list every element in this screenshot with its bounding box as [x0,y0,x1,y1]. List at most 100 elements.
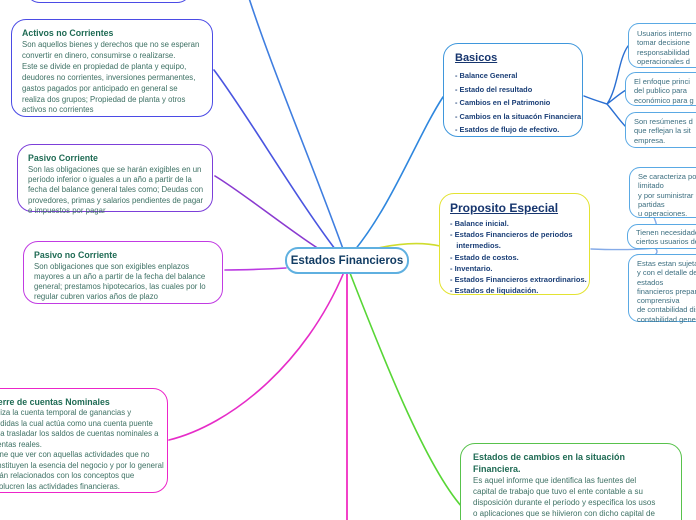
text-line: comprensiva [637,296,680,306]
node-body: Son obligaciones que son exigibles enpla… [34,262,212,303]
node-title: Basicos [455,52,498,64]
text-line: Es aquel informe que identifica las fuen… [473,476,637,485]
text-line: - Estados Financieros extraordinarios. [450,275,587,285]
text-line: que reflejan la sit [634,126,691,136]
text-line: regular cubren varios años de plazo [34,292,158,302]
node-title: Activos no Corrientes [22,28,114,38]
text-line: Este se divide en propiedad de planta y … [22,61,187,71]
node-activos-no-corrientes[interactable]: Activos no Corrientes Son aquellos biene… [11,19,213,117]
connector-nominales [168,271,345,441]
text-line: del publico para [634,86,687,96]
text-line: partidas [638,199,665,209]
text-line: convertir en dinero, consumirse o realiz… [22,50,176,60]
node-title: Pasivo no Corriente [34,250,118,260]
node-pasivo-no-corriente[interactable]: Pasivo no Corriente Son obligaciones que… [23,241,223,304]
text-line: Estas estan sujetas [637,259,696,268]
text-line: general; prestamos hipotecarios, las cua… [34,281,206,291]
text-line: - Estados Financieros de periodos [450,230,573,240]
text-line: intermedios. [450,241,501,251]
text-line: Utiliza la cuenta temporal de ganancias … [0,408,132,417]
text-line: provedores, primas y salarios pendientes… [28,195,204,205]
text-line: ciertos usuarios de [636,237,696,247]
text-line: fecha del balance general tales como; De… [28,185,204,195]
text-line: - Cambios en la situacón Financiera [455,111,582,121]
text-line: responsabilidad [637,47,690,57]
text-line: realiza dos grupos; Propiedad de planta … [22,94,186,104]
text-line: cuentas reales. [0,439,42,449]
text-line: Son resúmenes d [634,117,693,126]
text-line: Se caracteriza por t [638,172,696,181]
connector-pasivo-no-corriente [224,267,287,271]
node-body: Son aquellos bienes y derechos que no se… [22,40,202,116]
text-line: Tiene que ver con aquellas actividades q… [0,450,150,459]
node-title: Pasivo Corriente [28,153,98,163]
node-caracteriza[interactable]: Se caracteriza por tlimitadoy por sumini… [629,167,696,218]
text-line: Son las obligaciones que se harán exigib… [28,165,202,174]
node-estados-financieros-root[interactable]: Estados Financieros [285,247,409,274]
text-line: gastos pagados por anticipado en general… [22,83,178,93]
node-body: Son las obligaciones que se harán exigib… [28,165,204,216]
text-line: El enfoque princi [634,77,690,86]
text-line: tomar decisione [637,38,690,48]
text-line: - Balance inicial. [450,219,509,228]
basicos-fork [583,45,629,128]
text-line: Son aquellos bienes y derechos que no se… [22,40,200,49]
text-line: deudores no corrientes, inversiones perm… [22,72,196,82]
text-line: involucren las actividades financieras. [0,481,120,491]
node-body: - Balance General- Estado del resultado-… [455,69,582,137]
node-cierre-cuentas-nominales[interactable]: Cierre de cuentas Nominales Utiliza la c… [0,388,168,493]
text-line: e impuestos por pagar [28,205,106,215]
text-line: disposición durante el período y especif… [473,498,656,507]
text-line: de contabilidad dis [637,305,696,315]
node-top-cutoff[interactable] [25,0,192,3]
node-body: Se caracteriza por tlimitadoy por sumini… [638,172,696,218]
text-line: - Cambios en el Patrimonio [455,98,551,108]
text-line: empresa. [634,135,666,145]
text-line: y con el detalle det [637,268,696,278]
text-line: activos no corrientes [22,105,94,115]
text-line: financieros prepara [637,286,696,296]
text-line: Financiera. [473,463,521,474]
text-line: están relacionados con los conceptos que [0,471,135,480]
connector-activos [213,69,343,259]
node-proposito-especial[interactable]: Proposito Especial - Balance inicial. - E… [439,193,590,295]
text-line: limitado [638,181,664,191]
text-line: constituyen la esencia del negocio y por… [0,460,164,470]
text-line: Estados de cambios en la situación [473,452,626,462]
text-line: y por suministrar u [638,190,696,200]
text-line: operacionales d [637,56,690,66]
text-line: - Estado de costos. [450,252,519,262]
text-line: Son obligaciones que son exigibles enpla… [34,261,190,271]
text-line: - Estado del resultado [455,84,533,94]
text-line: - Estados de liquidación. [450,286,539,296]
text-line: o aplicaciones que se hiivieron con dich… [473,509,655,518]
node-title: Cierre de cuentas Nominales [0,397,110,407]
node-title: Proposito Especial [450,201,559,215]
text-line: para trasladar los saldos de cuentas nom… [0,429,159,438]
connector-top-box [248,0,348,261]
text-line: pérdidas la cual actúa como una cuenta p… [0,418,153,428]
node-body: - Balance inicial. - Estados Financieros … [450,218,587,296]
text-line: Tienen necesidade [636,228,696,237]
node-body: Utiliza la cuenta temporal de ganancias … [0,408,164,492]
root-label: Estados Financieros [290,254,404,267]
node-basicos[interactable]: Basicos - Balance General- Estado del re… [443,43,583,137]
text-line: contabilidad gener. [637,314,696,324]
text-line: capital de trabajo que tuvo el ente cont… [473,487,643,496]
node-pasivo-corriente[interactable]: Pasivo Corriente Son las obligaciones qu… [17,144,213,215]
text-line: económico para g [634,95,694,105]
text-line: mayores a un año a partir de la fecha de… [34,271,206,281]
